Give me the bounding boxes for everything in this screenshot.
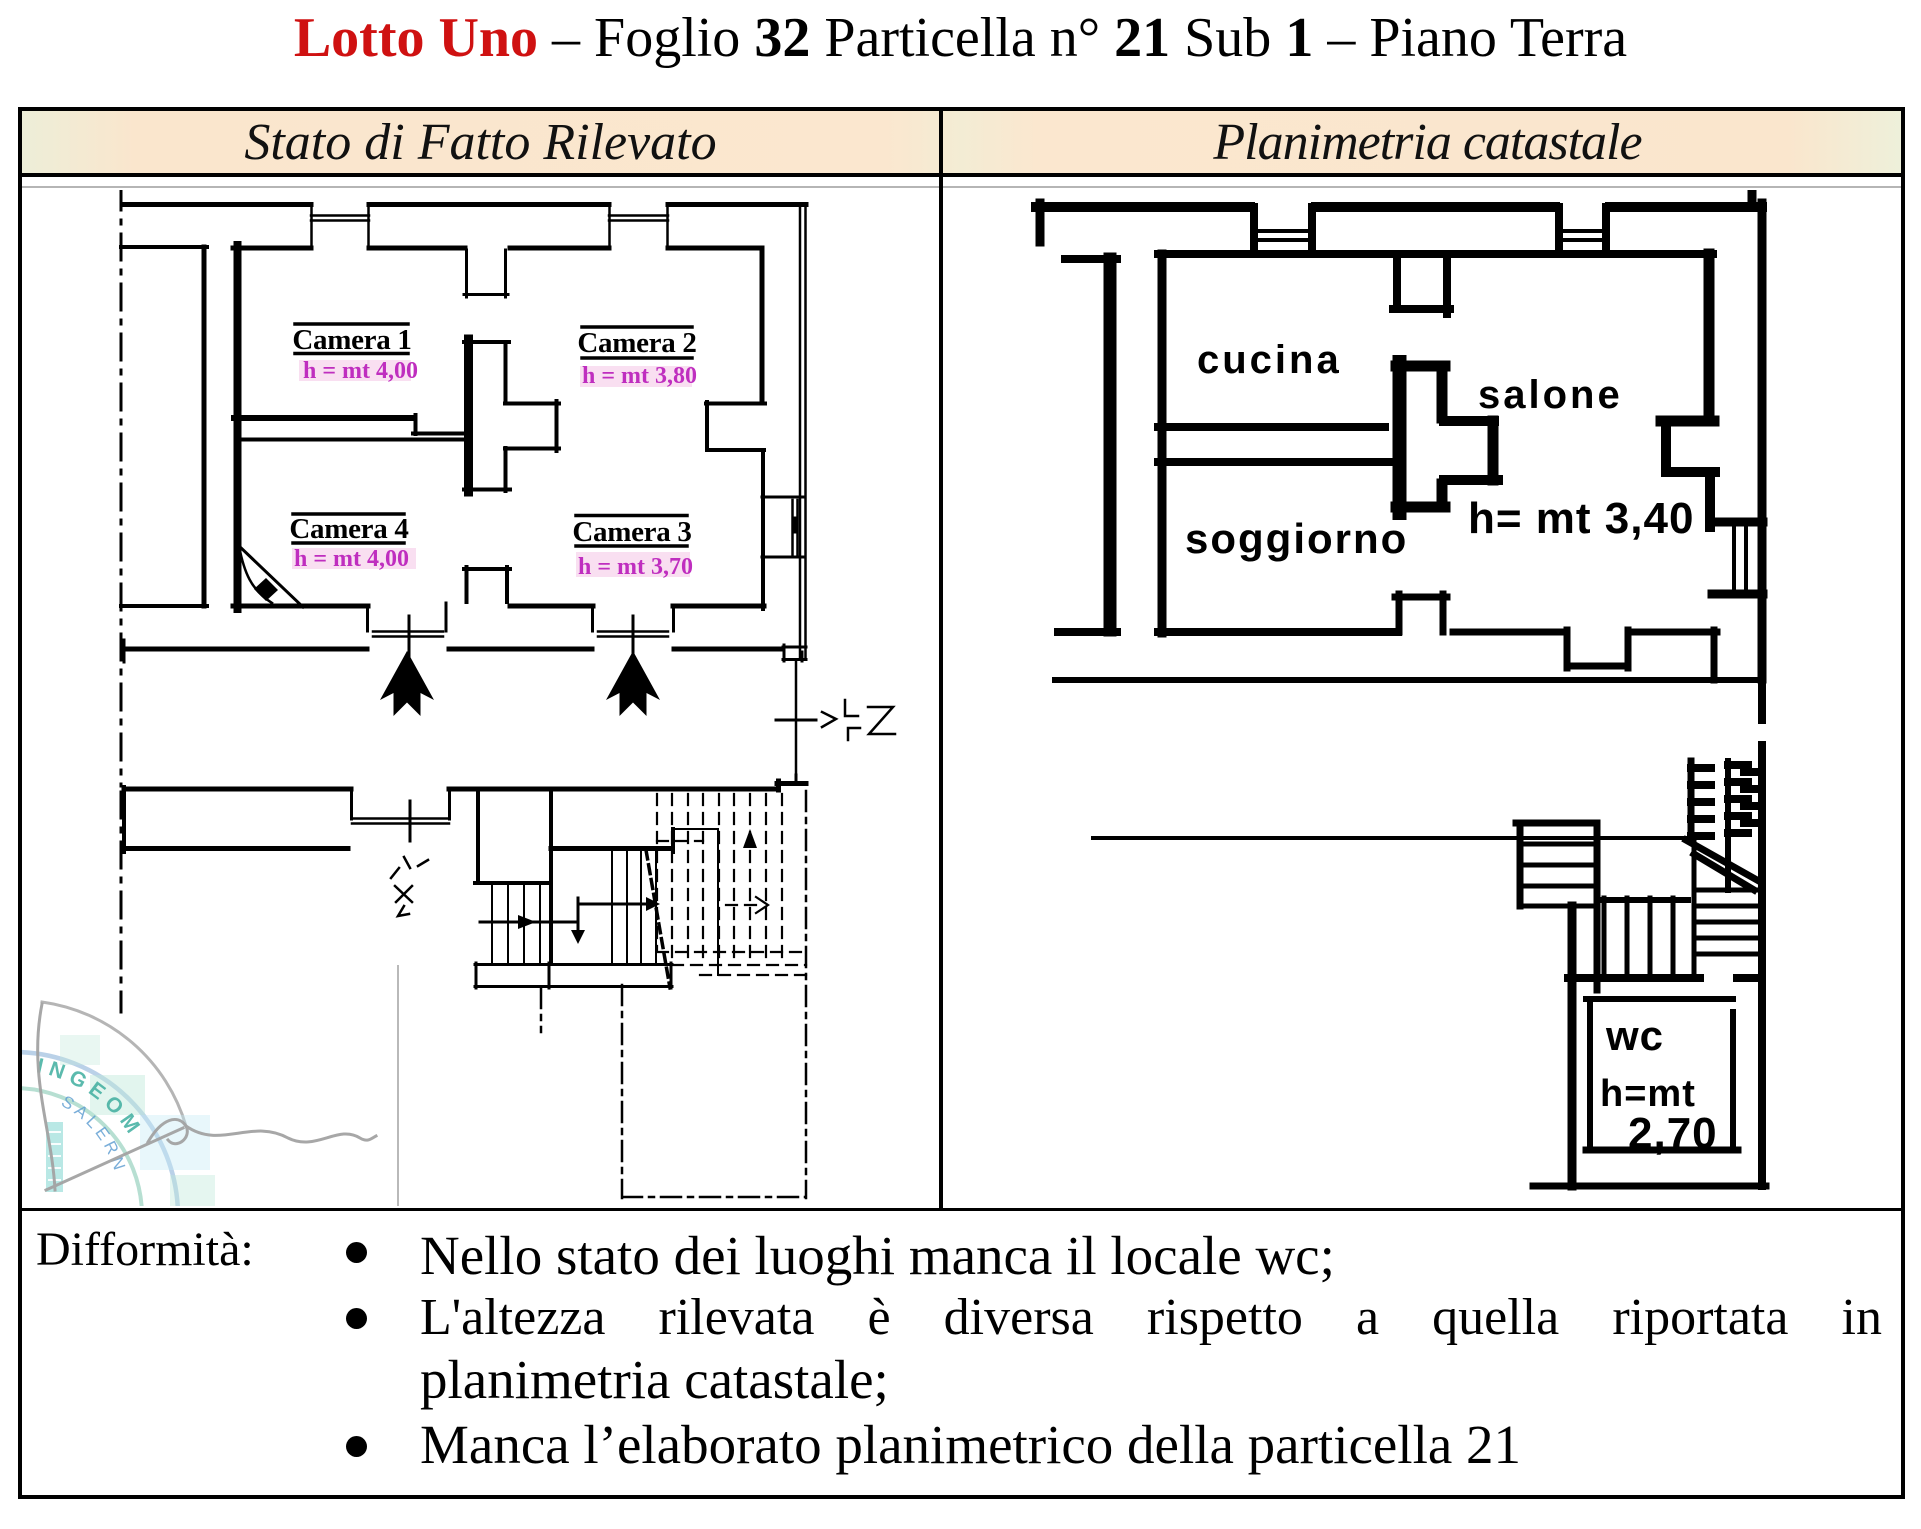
svg-text:soggiorno: soggiorno — [1185, 515, 1408, 562]
svg-text:salone: salone — [1478, 373, 1623, 417]
svg-text:h= mt 3,40: h= mt 3,40 — [1468, 494, 1694, 543]
svg-text:2,70: 2,70 — [1628, 1109, 1718, 1158]
svg-text:wc: wc — [1605, 1012, 1664, 1059]
svg-text:cucina: cucina — [1197, 338, 1342, 382]
svg-text:h=mt: h=mt — [1600, 1073, 1696, 1115]
svg-text:h = mt 3,80: h = mt 3,80 — [582, 363, 697, 389]
svg-text:Camera 2: Camera 2 — [577, 327, 696, 359]
svg-text:h = mt 4,00: h = mt 4,00 — [294, 546, 409, 572]
svg-text:Camera 3: Camera 3 — [572, 516, 691, 548]
svg-text:h = mt 4,00: h = mt 4,00 — [303, 358, 418, 384]
svg-text:h = mt 3,70: h = mt 3,70 — [578, 554, 693, 580]
svg-text:Camera 4: Camera 4 — [289, 513, 408, 545]
svg-text:Camera 1: Camera 1 — [292, 324, 411, 356]
